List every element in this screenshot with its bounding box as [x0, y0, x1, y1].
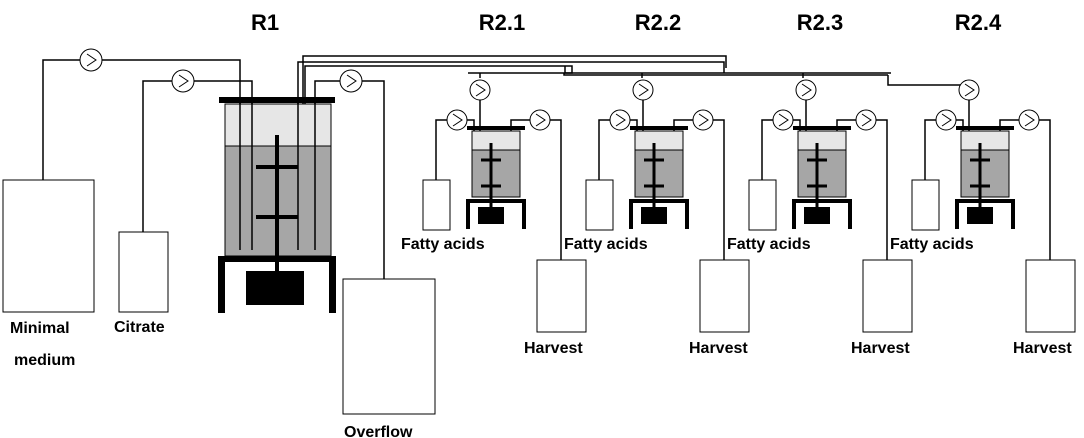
overflow-label: Overflow [344, 424, 413, 438]
r1-title: R1 [251, 10, 279, 35]
fatty-acids-bottle [585, 179, 614, 231]
r2-1-title: R2.1 [479, 10, 525, 35]
pump-icon [855, 109, 877, 131]
pump-icon [79, 48, 103, 72]
harvest-label-r2-1: Harvest [524, 340, 583, 357]
r1-reactor [218, 97, 336, 313]
pump-icon [469, 79, 491, 101]
fatty-acids-bottle [748, 179, 777, 231]
fatty-acids-label-r2-1: Fatty acids [401, 236, 485, 253]
r2-2-title: R2.2 [635, 10, 681, 35]
r2-3-title: R2.3 [797, 10, 843, 35]
harvest-label-r2-2: Harvest [689, 340, 748, 357]
r2-1-unit [422, 79, 587, 333]
pump-icon [772, 109, 794, 131]
harvest-label-r2-3: Harvest [851, 340, 910, 357]
fatty-acids-bottle [911, 179, 940, 231]
pump-icon [935, 109, 957, 131]
r2-2-unit [585, 79, 750, 333]
stirrer-icon [256, 135, 298, 272]
fatty-acids-label-r2-4: Fatty acids [890, 236, 974, 253]
harvest-bottle [862, 259, 913, 333]
citrate-bottle [118, 231, 169, 313]
fatty-acids-label-r2-3: Fatty acids [727, 236, 811, 253]
pump-icon [446, 109, 468, 131]
minimal-medium-label-2: medium [14, 352, 75, 369]
harvest-bottle [536, 259, 587, 333]
pump-icon [609, 109, 631, 131]
pump-icon [958, 79, 980, 101]
harvest-bottle [1025, 259, 1076, 333]
fatty-acids-bottle [422, 179, 451, 231]
pump-icon [795, 79, 817, 101]
pump-icon [692, 109, 714, 131]
minimal-medium-label-1: Minimal [10, 320, 70, 337]
pump-icon [529, 109, 551, 131]
r2-4-title: R2.4 [955, 10, 1002, 35]
pump-icon [171, 69, 195, 93]
overflow-bottle [342, 278, 436, 415]
pump-icon [632, 79, 654, 101]
fatty-acids-label-r2-2: Fatty acids [564, 236, 648, 253]
pump-icon [339, 69, 363, 93]
minimal-medium-bottle [2, 179, 95, 313]
pump-icon [1018, 109, 1040, 131]
harvest-label-r2-4: Harvest [1013, 340, 1072, 357]
r2-4-unit [911, 79, 1076, 333]
harvest-bottle [699, 259, 750, 333]
r2-3-unit [748, 79, 913, 333]
citrate-label: Citrate [114, 319, 165, 336]
